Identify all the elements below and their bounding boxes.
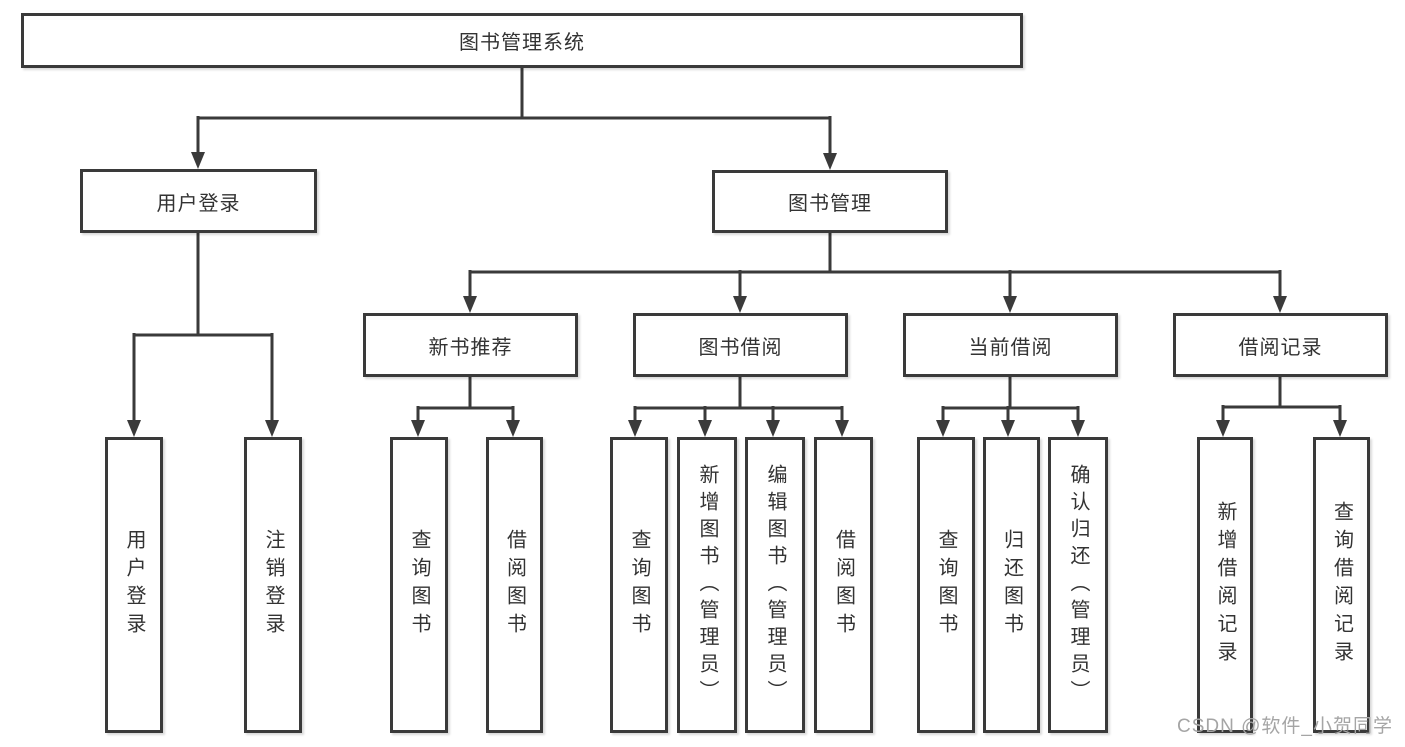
node-borrow-records-label: 借阅记录 xyxy=(1238,336,1323,359)
leaf-query-borrow-record: 查询借阅记录 xyxy=(1313,437,1370,733)
csdn-watermark: CSDN @软件_小贺同学 xyxy=(1177,716,1393,737)
leaf-logout: 注销登录 xyxy=(244,437,302,733)
leaf-user-login-label: 用户登录 xyxy=(123,529,145,641)
node-user-login-group: 用户登录 xyxy=(80,169,317,233)
node-book-management-label: 图书管理 xyxy=(788,193,872,215)
leaf-confirm-return-admin: 确认归还（管理员） xyxy=(1048,437,1108,733)
leaf-confirm-return-admin-label: 确认归还（管理员） xyxy=(1067,463,1089,707)
leaf-borrow-books-borrow-label: 借阅图书 xyxy=(832,529,855,641)
leaf-query-books-borrow: 查询图书 xyxy=(610,437,668,733)
leaf-add-borrow-record-label: 新增借阅记录 xyxy=(1214,501,1236,669)
leaf-add-book-admin: 新增图书（管理员） xyxy=(677,437,737,733)
node-user-login-group-label: 用户登录 xyxy=(156,192,241,215)
node-book-borrow: 图书借阅 xyxy=(633,313,848,377)
leaf-query-books-current-label: 查询图书 xyxy=(935,529,957,641)
leaf-add-book-admin-label: 新增图书（管理员） xyxy=(696,463,718,707)
leaf-edit-book-admin: 编辑图书（管理员） xyxy=(745,437,805,733)
leaf-borrow-books-recommend: 借阅图书 xyxy=(486,437,543,733)
leaf-query-books-current: 查询图书 xyxy=(917,437,975,733)
leaf-query-books-borrow-label: 查询图书 xyxy=(628,529,650,641)
leaf-edit-book-admin-label: 编辑图书（管理员） xyxy=(764,463,786,707)
leaf-user-login: 用户登录 xyxy=(105,437,163,733)
leaf-query-books-recommend-label: 查询图书 xyxy=(408,529,430,641)
node-root-label: 图书管理系统 xyxy=(459,32,585,54)
node-current-borrow-label: 当前借阅 xyxy=(968,336,1053,359)
leaf-query-borrow-record-label: 查询借阅记录 xyxy=(1330,501,1353,669)
leaf-logout-label: 注销登录 xyxy=(262,529,284,641)
leaf-query-books-recommend: 查询图书 xyxy=(390,437,448,733)
leaf-borrow-books-recommend-label: 借阅图书 xyxy=(503,529,526,641)
node-book-management: 图书管理 xyxy=(712,170,948,233)
leaf-borrow-books-borrow: 借阅图书 xyxy=(814,437,873,733)
node-root: 图书管理系统 xyxy=(21,13,1023,68)
node-new-book-recommend: 新书推荐 xyxy=(363,313,578,377)
leaf-add-borrow-record: 新增借阅记录 xyxy=(1197,437,1253,733)
node-borrow-records: 借阅记录 xyxy=(1173,313,1388,377)
leaf-return-books-label: 归还图书 xyxy=(1000,529,1023,641)
node-current-borrow: 当前借阅 xyxy=(903,313,1118,377)
node-book-borrow-label: 图书借阅 xyxy=(698,336,783,359)
leaf-return-books: 归还图书 xyxy=(983,437,1040,733)
node-new-book-recommend-label: 新书推荐 xyxy=(428,336,513,359)
